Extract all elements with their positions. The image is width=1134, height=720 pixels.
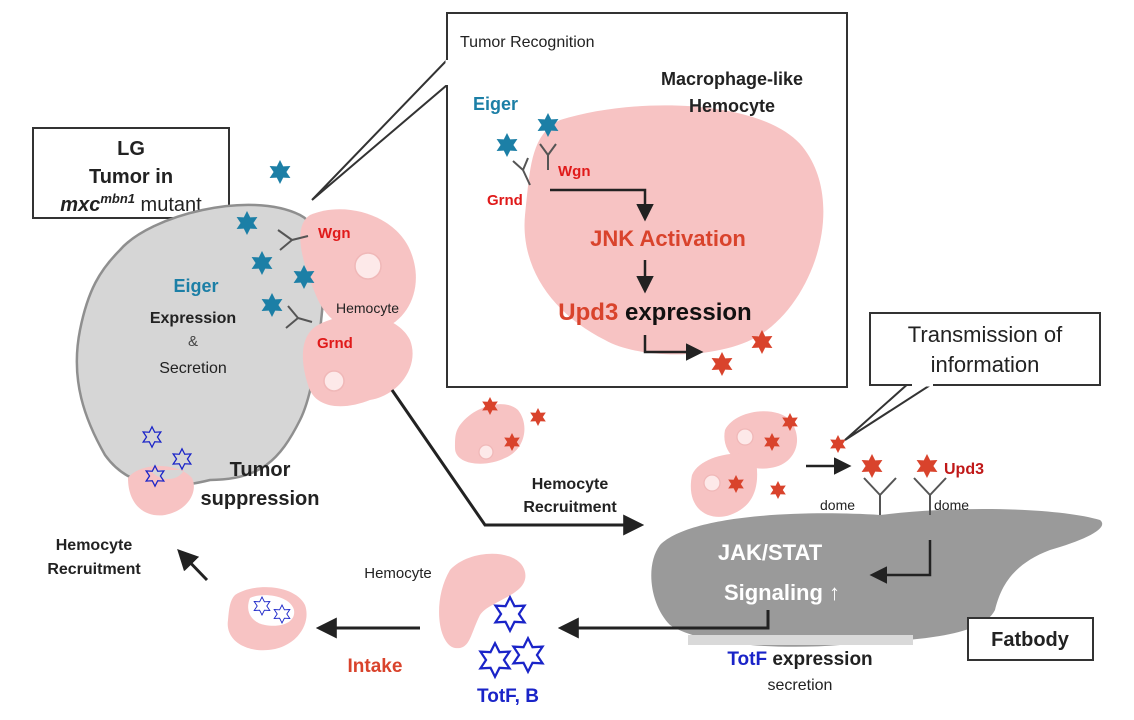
arrow-fatbody-to-totf [557,610,770,639]
lg-tumor-label-box: LG Tumor in mxcmbn1 mutant [32,127,230,219]
eiger-star-icon [269,160,291,184]
hemocyte-recruitment-arrow [390,389,645,536]
totf-hemocyte [439,553,526,649]
upd3-star-icon [530,408,546,426]
tumor-secretion-label: Secretion [159,360,227,377]
dome-label-1: dome [820,497,855,513]
fatbody-membrane-strip [688,635,913,645]
tumor-wgn-label: Wgn [318,225,350,242]
wgn-receptor-tumor [277,229,309,251]
transmission-callout: Transmission of information [844,312,1101,441]
recruitment-mid-line2: Recruitment [523,499,617,516]
bottom-hemocyte-label: Hemocyte [364,565,432,582]
fatbody-label-box: Fatbody [967,617,1094,661]
hemocyte-cell-right-lower [690,453,758,517]
upd3-star-icon [770,481,786,499]
recruitment-left-line2: Recruitment [47,561,141,578]
transmission-line1: Transmission of [908,322,1063,347]
totf-star-icon [494,596,526,632]
inset-wgn-receptor [539,143,557,170]
dome-receptor-1 [863,477,897,515]
tumor-amp-label: & [188,333,198,350]
inset-grnd-label: Grnd [487,192,523,209]
inset-wgn-label: Wgn [558,163,590,180]
tumor-mass [75,203,325,487]
dome-receptors [863,477,947,515]
inset-cell-line2: Hemocyte [689,96,775,116]
totf-star-icon [512,637,544,673]
tumor-expression-label: Expression [150,310,236,327]
inset-grnd-receptor [512,157,531,186]
recruitment-mid-line1: Hemocyte [532,476,609,493]
totf-b-label: TotF, B [477,686,539,707]
upd3-star-icon [861,454,883,478]
tumor-in-label: Tumor in [89,166,173,188]
tumor-suppression-line1: Tumor [230,459,291,481]
hemocyte-cell-lower [302,315,413,407]
suppressing-hemocyte [128,466,194,516]
upd3-stars-fatbody [861,454,938,478]
inset-arrow-to-secretion [643,335,704,361]
tumor-grnd-label: Grnd [317,335,353,352]
inset-arrow-to-jnk [550,188,654,222]
totf-star-icon [479,642,511,678]
fatbody-upd3-label: Upd3 [944,461,984,478]
totf-stars-bottom [479,596,544,678]
recruitment-left-line1: Hemocyte [56,537,133,554]
inset-jnk-label: JNK Activation [590,226,746,251]
arrow-to-jakstat [869,540,932,584]
tumor-hemocyte-label: Hemocyte [336,300,399,316]
dome-label-2: dome [934,497,969,513]
inset-macrophage-cell [524,105,824,355]
fatbody-label: Fatbody [991,629,1070,651]
jakstat-label: JAK/STAT [718,540,823,565]
grnd-receptor-tumor [285,305,313,329]
tumor-eiger-label: Eiger [173,276,218,296]
tumor-suppression-line2: suppression [201,488,320,510]
dome-receptor-2 [913,477,947,515]
signaling-label: Signaling ↑ [724,580,840,605]
tumor-recognition-inset: Tumor Recognition Macrophage-like Hemocy… [311,12,848,388]
totf-secretion-label: secretion [768,677,833,694]
inset-title: Tumor Recognition [460,34,595,51]
transmission-line2: information [931,352,1040,377]
upd3-star-icon [916,454,938,478]
totf-expression-label: TotF expression [727,649,872,670]
inset-cell-line1: Macrophage-like [661,69,803,89]
inset-upd3-expression: Upd3 expression [558,299,751,326]
arrow-left-recruitment [177,548,209,582]
intake-label: Intake [348,656,403,677]
migrating-hemocyte [455,404,525,464]
lg-label: LG [117,138,145,160]
mxc-mutant-label: mxcmbn1 mutant [60,191,202,216]
upd3-star-icon [830,435,846,453]
inset-eiger-label: Eiger [473,94,518,114]
